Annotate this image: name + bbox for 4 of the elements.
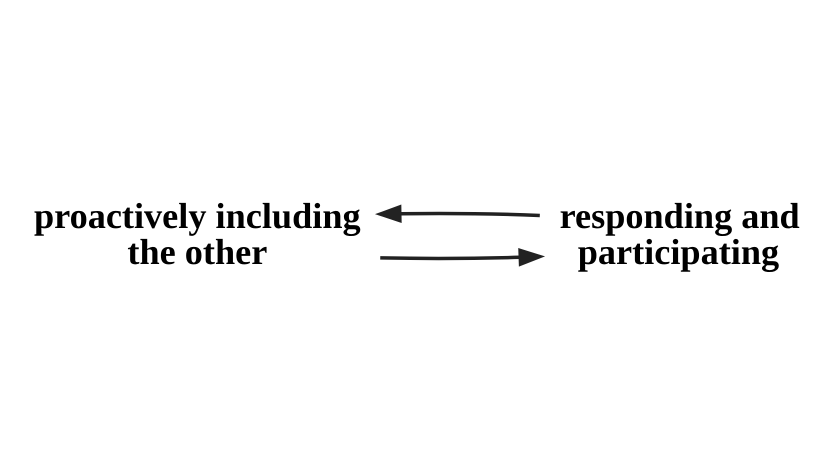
- node-text: proactively including the other: [34, 195, 361, 272]
- arrow: [374, 204, 540, 223]
- arrow: [380, 248, 546, 266]
- node-text: responding and participating: [560, 195, 800, 272]
